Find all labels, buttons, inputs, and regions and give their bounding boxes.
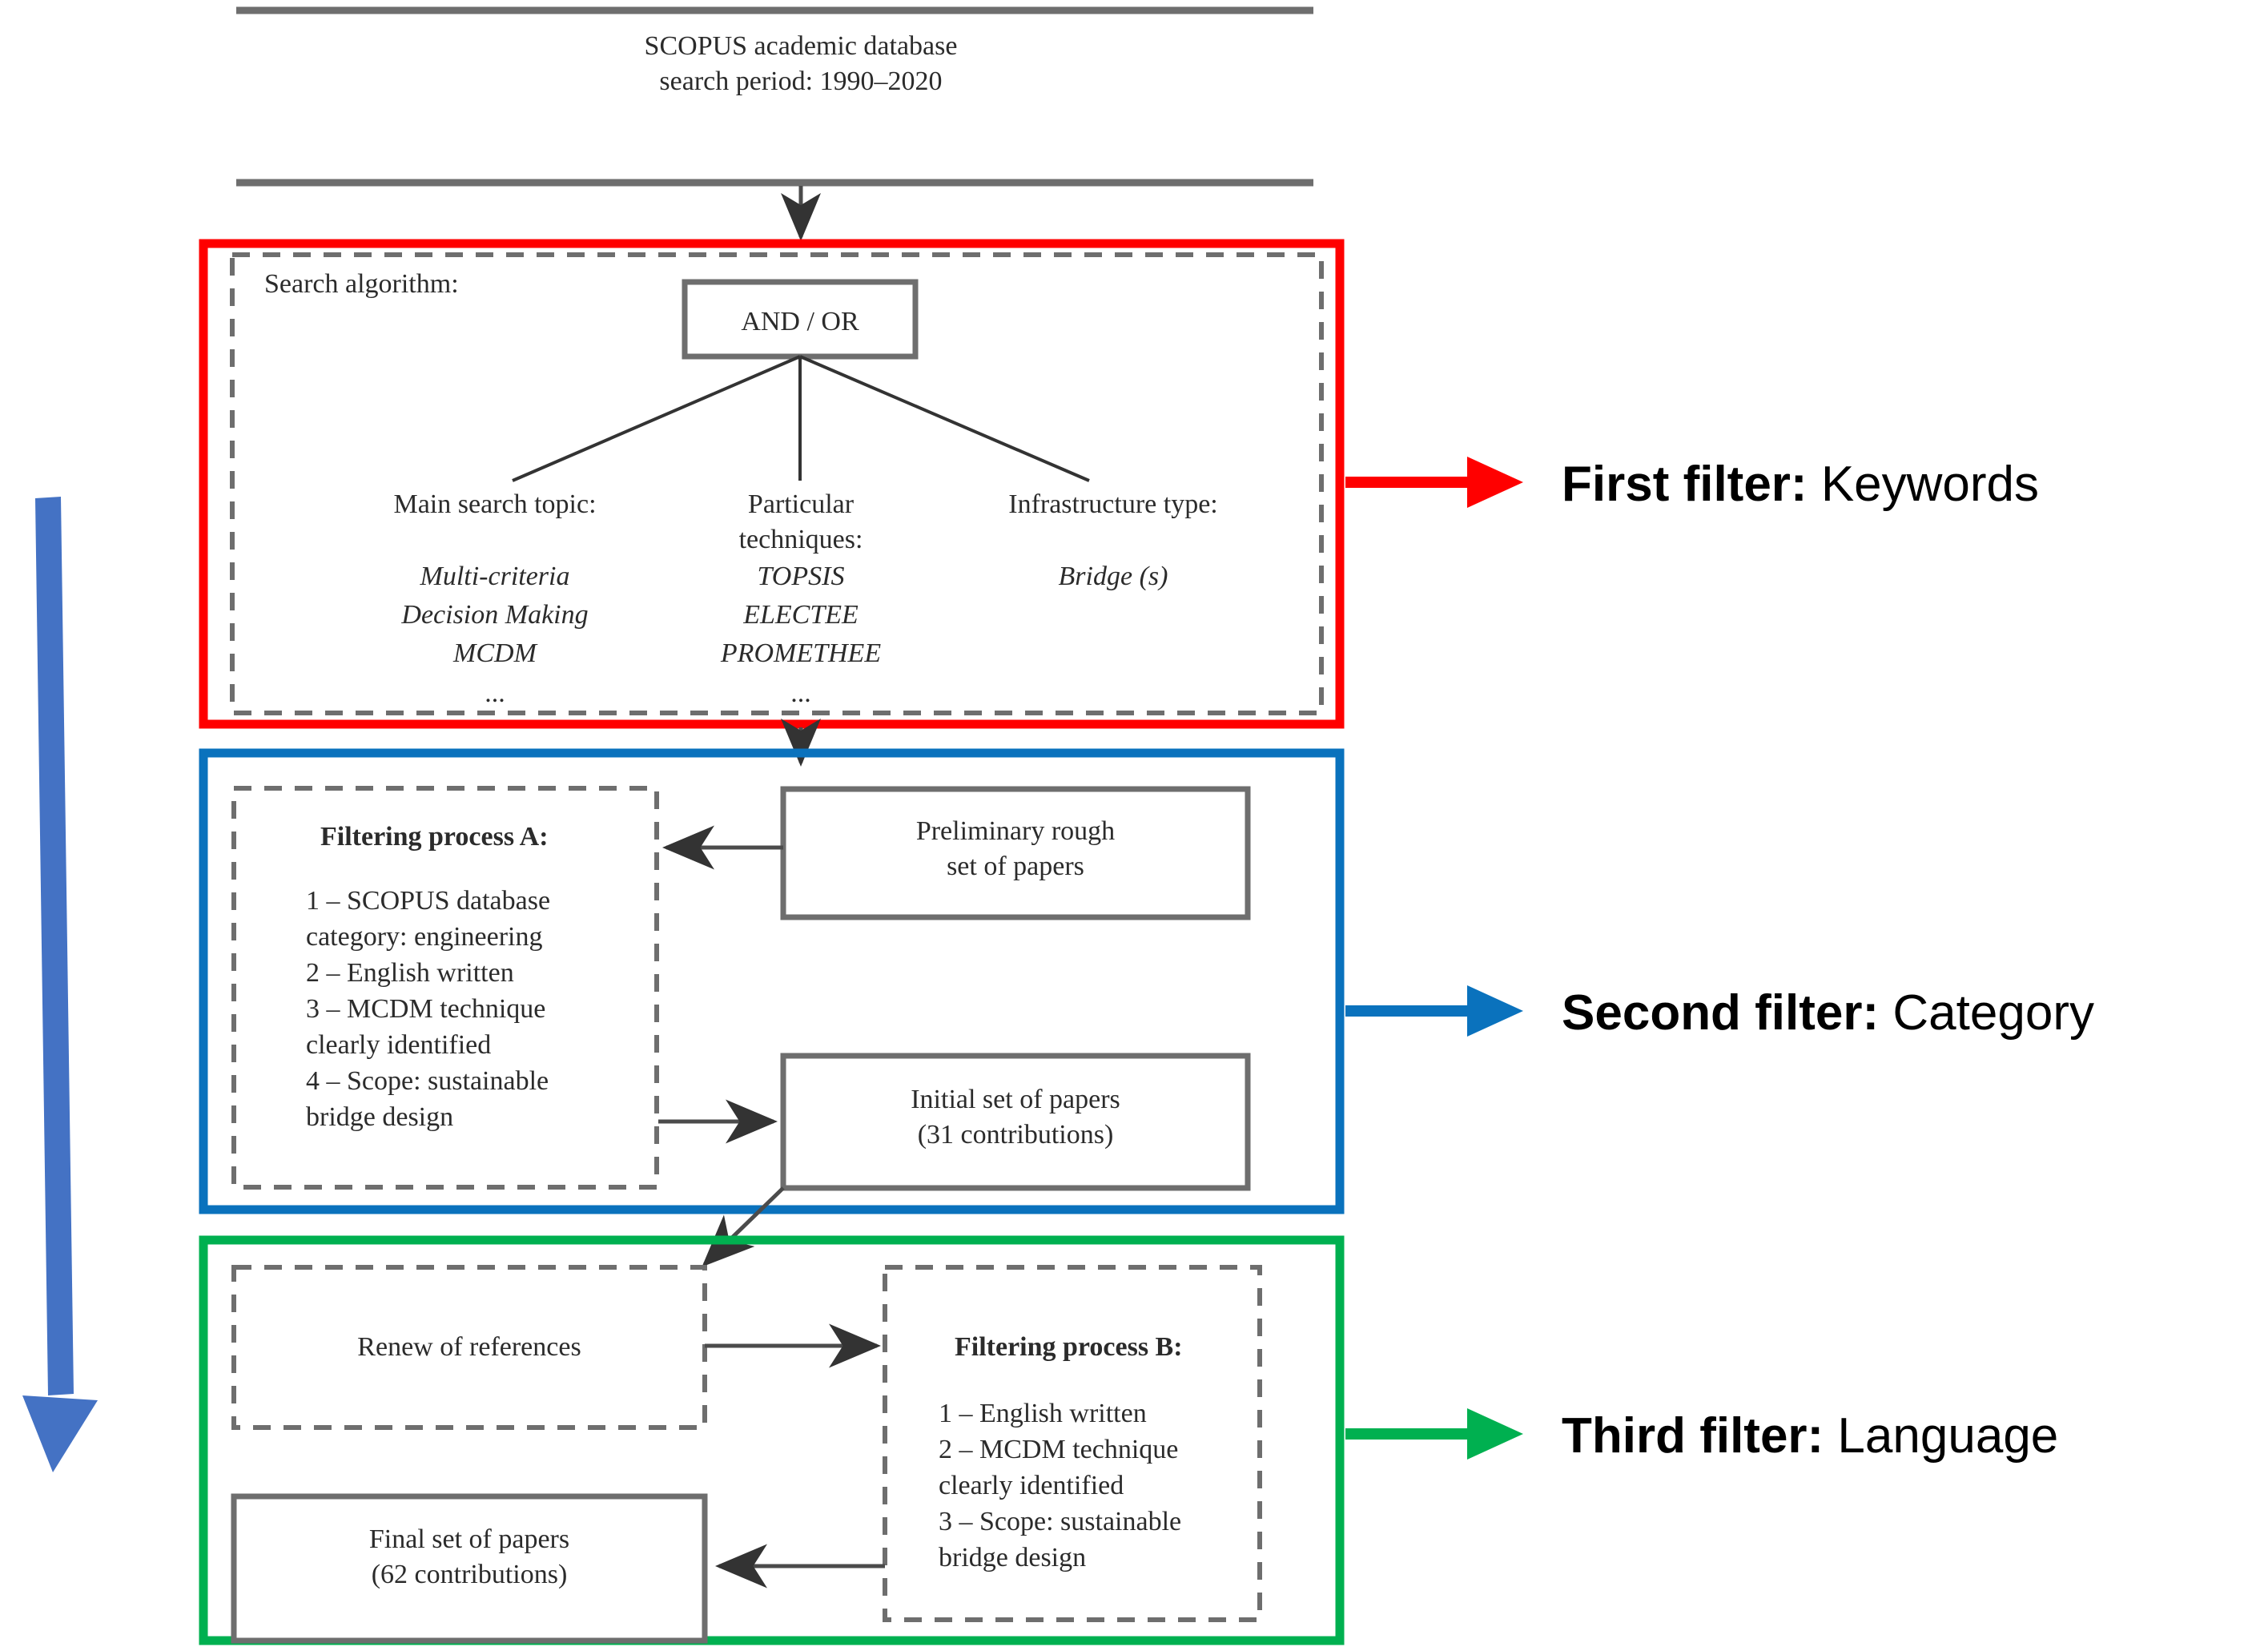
search-algorithm-caption: Search algorithm: bbox=[264, 269, 459, 299]
arrow-initial-to-renew bbox=[702, 1186, 785, 1267]
renew-of-references-label: Renew of references bbox=[357, 1332, 581, 1362]
connector-to-main-topic bbox=[512, 355, 801, 482]
column-1-item-2: PROMETHEE bbox=[720, 638, 881, 668]
second-filter-callout-arrow bbox=[1345, 985, 1523, 1037]
keyword-column-infrastructure: Infrastructure type: Bridge (s) bbox=[1008, 489, 1218, 591]
fpb-item-1: 2 – MCDM technique bbox=[939, 1435, 1178, 1464]
and-or-box bbox=[682, 279, 919, 360]
preliminary-line-2: set of papers bbox=[947, 852, 1084, 881]
third-filter-callout-arrow bbox=[1345, 1408, 1523, 1460]
second-filter-frame bbox=[199, 748, 1345, 1214]
column-1-heading-2: techniques: bbox=[739, 525, 863, 554]
connector-to-infrastructure bbox=[799, 355, 1090, 482]
first-filter-dashed-region bbox=[230, 252, 1324, 715]
initial-set-of-papers-box bbox=[780, 1053, 1251, 1191]
source-line-2: search period: 1990–2020 bbox=[659, 66, 942, 96]
filtering-process-a-box bbox=[231, 786, 659, 1190]
fpa-item-5: 4 – Scope: sustainable bbox=[306, 1066, 549, 1096]
filtering-process-b-box bbox=[883, 1265, 1262, 1622]
filtering-process-b-title: Filtering process B: bbox=[955, 1332, 1183, 1362]
keyword-column-techniques: Particular techniques: TOPSIS ELECTEE PR… bbox=[720, 489, 881, 708]
column-1-item-1: ELECTEE bbox=[742, 600, 859, 630]
column-1-ellipsis: ... bbox=[790, 679, 811, 708]
fpa-item-2: 2 – English written bbox=[306, 958, 514, 988]
third-filter-value: Language bbox=[1824, 1408, 2058, 1464]
column-0-item-2: MCDM bbox=[452, 638, 538, 668]
fpb-item-0: 1 – English written bbox=[939, 1399, 1147, 1428]
source-line-1: SCOPUS academic database bbox=[645, 31, 958, 61]
column-2-heading-1: Infrastructure type: bbox=[1008, 489, 1218, 519]
second-filter-group: Filtering process A: 1 – SCOPUS database… bbox=[199, 748, 1345, 1214]
preliminary-rough-set-box bbox=[780, 786, 1251, 920]
preliminary-line-1: Preliminary rough bbox=[916, 816, 1115, 846]
fpa-item-4: clearly identified bbox=[306, 1030, 491, 1060]
first-filter-value: Keywords bbox=[1808, 457, 2039, 512]
first-filter-callout-arrow bbox=[1345, 457, 1523, 508]
filtering-process-a-title: Filtering process A: bbox=[320, 822, 549, 852]
fpa-item-1: category: engineering bbox=[306, 922, 542, 952]
first-filter-label: First filter: bbox=[1562, 457, 1808, 512]
second-filter-label: Second filter: bbox=[1562, 985, 1879, 1041]
final-set-of-papers-box bbox=[231, 1493, 708, 1644]
column-0-item-1: Decision Making bbox=[400, 600, 588, 630]
column-0-ellipsis: ... bbox=[485, 679, 505, 708]
downward-progress-arrow bbox=[22, 497, 98, 1472]
column-1-item-0: TOPSIS bbox=[758, 562, 845, 591]
first-filter-callout-text: First filter: Keywords bbox=[1562, 457, 2039, 512]
second-filter-value: Category bbox=[1879, 985, 2094, 1041]
column-0-item-0: Multi-criteria bbox=[420, 562, 570, 591]
third-filter-callout-text: Third filter: Language bbox=[1562, 1408, 2058, 1464]
fpb-item-4: bridge design bbox=[939, 1543, 1086, 1572]
column-0-heading-1: Main search topic: bbox=[393, 489, 596, 519]
first-filter-frame bbox=[199, 239, 1345, 729]
column-1-heading-1: Particular bbox=[748, 489, 855, 519]
third-filter-group: Renew of references Filtering process B:… bbox=[199, 1235, 1345, 1645]
initial-line-2: (31 contributions) bbox=[918, 1120, 1114, 1150]
initial-line-1: Initial set of papers bbox=[911, 1085, 1120, 1114]
second-filter-callout-text: Second filter: Category bbox=[1562, 985, 2094, 1041]
and-or-label: AND / OR bbox=[741, 307, 859, 336]
fpa-item-3: 3 – MCDM technique bbox=[306, 994, 545, 1024]
keyword-column-main-topic: Main search topic: Multi-criteria Decisi… bbox=[393, 489, 596, 708]
third-filter-frame bbox=[199, 1235, 1345, 1645]
source-database-box: SCOPUS academic database search period: … bbox=[236, 6, 1313, 241]
final-line-2: (62 contributions) bbox=[372, 1560, 568, 1589]
first-filter-group: Search algorithm: AND / OR Main search t… bbox=[199, 239, 1345, 767]
fpa-item-6: bridge design bbox=[306, 1102, 453, 1132]
third-filter-label: Third filter: bbox=[1562, 1408, 1824, 1464]
fpb-item-2: clearly identified bbox=[939, 1471, 1124, 1500]
final-line-1: Final set of papers bbox=[369, 1524, 569, 1554]
fpb-item-3: 3 – Scope: sustainable bbox=[939, 1507, 1181, 1536]
column-2-item-0: Bridge (s) bbox=[1059, 562, 1168, 591]
fpa-item-0: 1 – SCOPUS database bbox=[306, 886, 550, 916]
